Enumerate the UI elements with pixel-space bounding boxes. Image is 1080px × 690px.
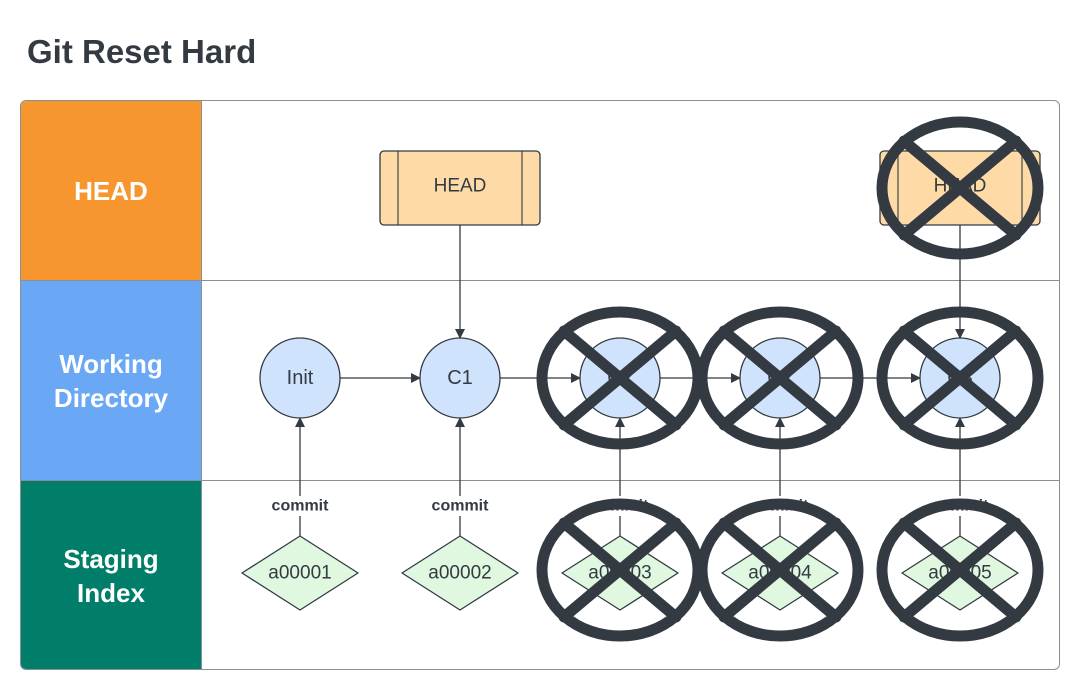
lane-body-head — [201, 101, 1059, 281]
cross-ellipse — [696, 306, 864, 450]
cross-ellipse — [696, 498, 864, 642]
index-entry-node — [401, 535, 519, 611]
crossed-out-mark — [696, 498, 864, 642]
lane-body-working-directory — [201, 281, 1059, 481]
cross-line — [718, 517, 842, 623]
lane-divider — [21, 480, 1059, 481]
cross-line — [898, 135, 1022, 241]
commit-node-label: Init — [287, 367, 314, 389]
cross-ellipse — [876, 116, 1044, 260]
commit-label-background — [266, 496, 334, 516]
index-entry-label: a00002 — [428, 563, 491, 584]
lane-staging-index: Staging Index — [21, 481, 1059, 669]
head-box-label: HEAD — [434, 176, 487, 197]
cross-line — [718, 325, 842, 431]
lane-head: HEAD — [21, 101, 1059, 281]
cross-line — [558, 325, 682, 431]
commit-arrow-label: commit — [432, 498, 490, 515]
lane-label-head: HEAD — [21, 101, 201, 281]
crossed-out-mark — [876, 116, 1044, 260]
commit-node — [419, 337, 501, 419]
crossed-out-mark — [876, 306, 1044, 450]
crossed-out-mark — [876, 498, 1044, 642]
index-entry-node — [241, 535, 359, 611]
head-pointer-box — [379, 150, 541, 226]
cross-line — [898, 325, 1022, 431]
swimlane-frame: HEAD Working Directory Staging Index — [20, 100, 1060, 670]
lane-divider — [21, 280, 1059, 281]
commit-label-background — [426, 496, 494, 516]
lane-working-directory: Working Directory — [21, 281, 1059, 481]
page-title: Git Reset Hard — [27, 33, 257, 70]
head-box-rect — [379, 150, 541, 226]
index-entry-label: a00001 — [268, 563, 331, 584]
cross-line — [558, 517, 682, 623]
cross-line — [898, 517, 1022, 623]
cross-ellipse — [876, 306, 1044, 450]
lane-label-working-directory: Working Directory — [21, 281, 201, 481]
commit-arrow-label: commit — [272, 498, 330, 515]
crossed-out-mark — [696, 306, 864, 450]
lane-body-staging-index — [201, 481, 1059, 669]
lane-label-staging-index: Staging Index — [21, 481, 201, 669]
commit-node — [259, 337, 341, 419]
commit-node-label: C1 — [447, 367, 473, 389]
cross-ellipse — [876, 498, 1044, 642]
